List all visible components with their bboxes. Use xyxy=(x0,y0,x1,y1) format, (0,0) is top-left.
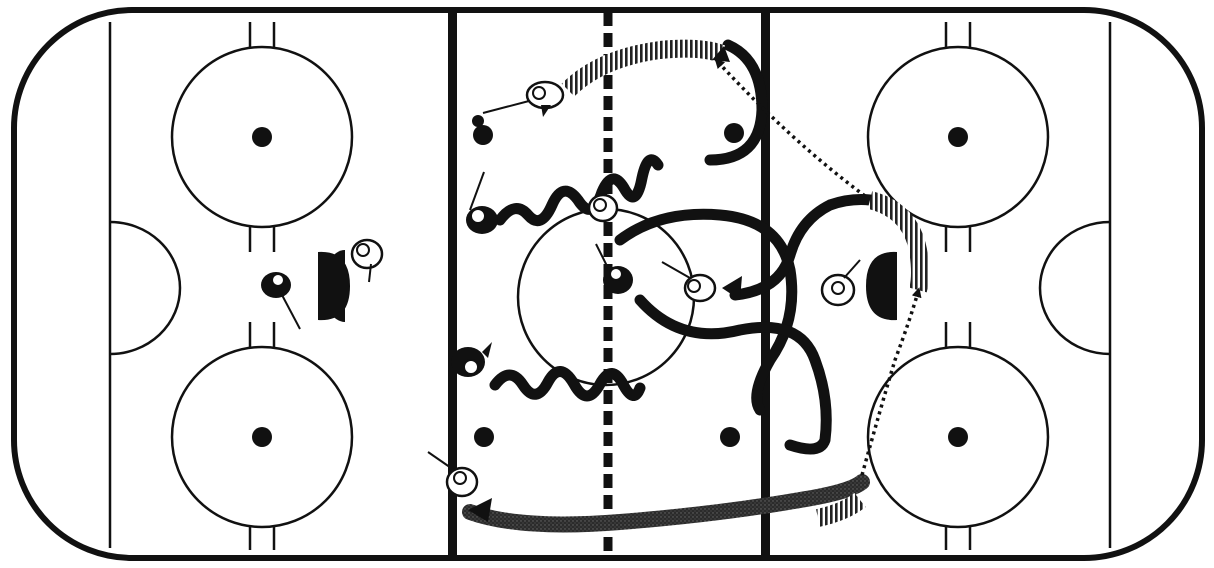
puck-icon xyxy=(472,115,484,127)
right-bottom-faceoff-dot xyxy=(948,427,968,447)
left-top-faceoff-dot xyxy=(252,127,272,147)
neutral-dot-bottom-left xyxy=(474,427,494,447)
neutral-dot-top-left xyxy=(473,125,493,145)
left-bottom-faceoff-dot xyxy=(252,427,272,447)
neutral-dot-top-right xyxy=(724,123,744,143)
right-top-faceoff-dot xyxy=(948,127,968,147)
neutral-dot-bottom-right xyxy=(720,427,740,447)
light-jersey-player-icon xyxy=(589,195,617,221)
